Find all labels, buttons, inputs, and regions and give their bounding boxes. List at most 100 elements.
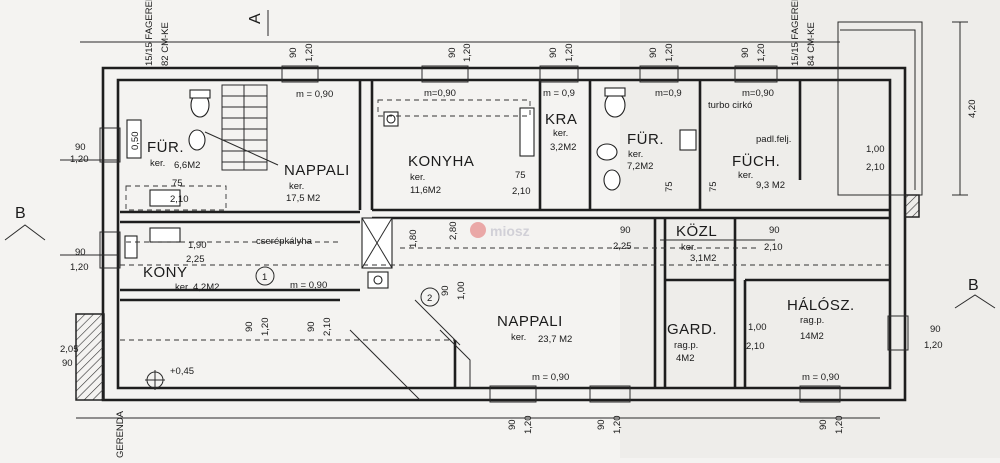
svg-text:turbo cirkó: turbo cirkó — [708, 100, 752, 111]
room-furdo2-area: 7,2M2 — [627, 161, 653, 172]
svg-text:1,00: 1,00 — [866, 144, 885, 155]
hatched-wall-left — [75, 313, 105, 401]
svg-text:90: 90 — [548, 47, 559, 58]
room-furdo2-name: FÜR. — [627, 130, 664, 148]
svg-text:m = 0,90: m = 0,90 — [802, 372, 839, 383]
annex-block — [837, 21, 923, 196]
svg-text:75: 75 — [515, 170, 526, 181]
svg-text:90: 90 — [930, 324, 941, 335]
room-gard-prefix: rag.p. — [674, 340, 698, 351]
svg-text:1,20: 1,20 — [523, 416, 534, 435]
svg-text:15/15 FAGERENDA: 15/15 FAGERENDA — [790, 0, 801, 66]
marker-1 — [255, 266, 275, 286]
svg-text:A: A — [247, 13, 264, 24]
svg-text:GERENDA: GERENDA — [115, 410, 126, 458]
svg-text:1,00: 1,00 — [456, 282, 467, 301]
svg-text:cserépkályha: cserépkályha — [256, 236, 313, 247]
dimensions: 4,20 90 1,20 90 1,20 2,05 90 75 2,10 1,9… — [60, 44, 978, 435]
svg-text:1,00: 1,00 — [748, 322, 767, 333]
svg-text:m = 0,90: m = 0,90 — [532, 372, 569, 383]
svg-text:m = 0,90: m = 0,90 — [296, 89, 333, 100]
room-kamra-prefix: ker. — [553, 128, 568, 139]
svg-text:90: 90 — [447, 47, 458, 58]
marker-2 — [420, 287, 440, 307]
svg-text:82 CM-KE: 82 CM-KE — [160, 22, 171, 66]
room-halo-name: HÁLÓSZ. — [787, 297, 855, 314]
svg-text:90: 90 — [507, 419, 518, 430]
room-futo-name: FÜCH. — [732, 152, 780, 170]
plan-notes: m = 0,90 m=0,90 m = 0,9 m=0,9 m=0,90 tur… — [115, 0, 839, 458]
room-konyha2-prefix: ker. — [175, 282, 190, 293]
room-gard-area: 4M2 — [676, 353, 694, 364]
bathroom-fixtures — [124, 87, 697, 289]
room-nappali2-name: NAPPALI — [497, 313, 563, 330]
svg-text:90: 90 — [596, 419, 607, 430]
svg-text:90: 90 — [75, 247, 86, 258]
svg-text:2,80: 2,80 — [448, 222, 459, 241]
svg-text:2,25: 2,25 — [613, 241, 632, 252]
svg-text:2,10: 2,10 — [866, 162, 885, 173]
svg-text:75: 75 — [664, 181, 675, 192]
svg-text:1,20: 1,20 — [664, 44, 675, 63]
room-halo-area: 14M2 — [800, 331, 824, 342]
svg-text:1,20: 1,20 — [756, 44, 767, 63]
svg-text:m = 0,90: m = 0,90 — [290, 280, 327, 291]
marker-2-label: 2 — [427, 293, 432, 304]
floor-level-mark: +0,45 — [145, 366, 194, 390]
room-konyha2-area: 4,2M2 — [193, 282, 219, 293]
room-nappali2-area: 23,7 M2 — [538, 334, 572, 345]
svg-text:2,25: 2,25 — [186, 254, 205, 265]
svg-text:1,20: 1,20 — [564, 44, 575, 63]
room-kozl-area: 3,1M2 — [690, 253, 716, 264]
room-nappali1-prefix: ker. — [289, 181, 304, 192]
svg-text:2,10: 2,10 — [764, 242, 783, 253]
svg-text:2,10: 2,10 — [170, 194, 189, 205]
watermark: miosz — [470, 222, 530, 239]
section-marker-top: A — [247, 10, 269, 36]
svg-text:90: 90 — [648, 47, 659, 58]
svg-text:1,80: 1,80 — [408, 230, 419, 249]
room-halo-prefix: rag.p. — [800, 315, 824, 326]
room-nappali1-area: 17,5 M2 — [286, 193, 320, 204]
svg-text:miosz: miosz — [490, 223, 530, 239]
svg-text:B: B — [15, 205, 26, 222]
room-nappali2-prefix: ker. — [511, 332, 526, 343]
staircase — [221, 84, 268, 171]
svg-text:90: 90 — [769, 225, 780, 236]
room-furdo2-prefix: ker. — [628, 149, 643, 160]
svg-text:+0,45: +0,45 — [170, 366, 194, 377]
svg-text:m=0,90: m=0,90 — [424, 88, 456, 99]
hatched-wall-right — [904, 194, 920, 218]
room-futo-prefix: ker. — [738, 170, 753, 181]
svg-text:padl.felj.: padl.felj. — [756, 134, 791, 145]
svg-text:90: 90 — [288, 47, 299, 58]
svg-text:B: B — [968, 277, 979, 294]
room-gard-name: GARD. — [667, 321, 717, 338]
svg-text:m=0,90: m=0,90 — [742, 88, 774, 99]
room-kamra-area: 3,2M2 — [550, 142, 576, 153]
svg-text:90: 90 — [620, 225, 631, 236]
marker-1-label: 1 — [262, 272, 267, 283]
svg-text:90: 90 — [244, 321, 255, 332]
svg-text:1,20: 1,20 — [834, 416, 845, 435]
svg-text:1,20: 1,20 — [612, 416, 623, 435]
interior-walls — [120, 80, 890, 388]
svg-text:15/15 FAGERENDA: 15/15 FAGERENDA — [144, 0, 155, 66]
section-marker-right: B — [954, 277, 996, 309]
svg-text:1,20: 1,20 — [304, 44, 315, 63]
svg-text:84 CM-KE: 84 CM-KE — [806, 22, 817, 66]
svg-text:1,20: 1,20 — [260, 318, 271, 337]
section-marker-left: B — [4, 205, 46, 241]
svg-text:2,10: 2,10 — [512, 186, 531, 197]
svg-text:4,20: 4,20 — [967, 100, 978, 119]
room-konyha-prefix: ker. — [410, 172, 425, 183]
svg-text:2,10: 2,10 — [322, 318, 333, 337]
svg-text:90: 90 — [440, 285, 451, 296]
svg-text:90: 90 — [818, 419, 829, 430]
windows — [99, 65, 909, 403]
svg-text:75: 75 — [172, 178, 183, 189]
svg-text:2,05: 2,05 — [60, 344, 79, 355]
room-labels: FÜR. ker. 6,6M2 NAPPALI ker. 17,5 M2 KON… — [143, 111, 855, 364]
svg-text:m=0,9: m=0,9 — [655, 88, 682, 99]
